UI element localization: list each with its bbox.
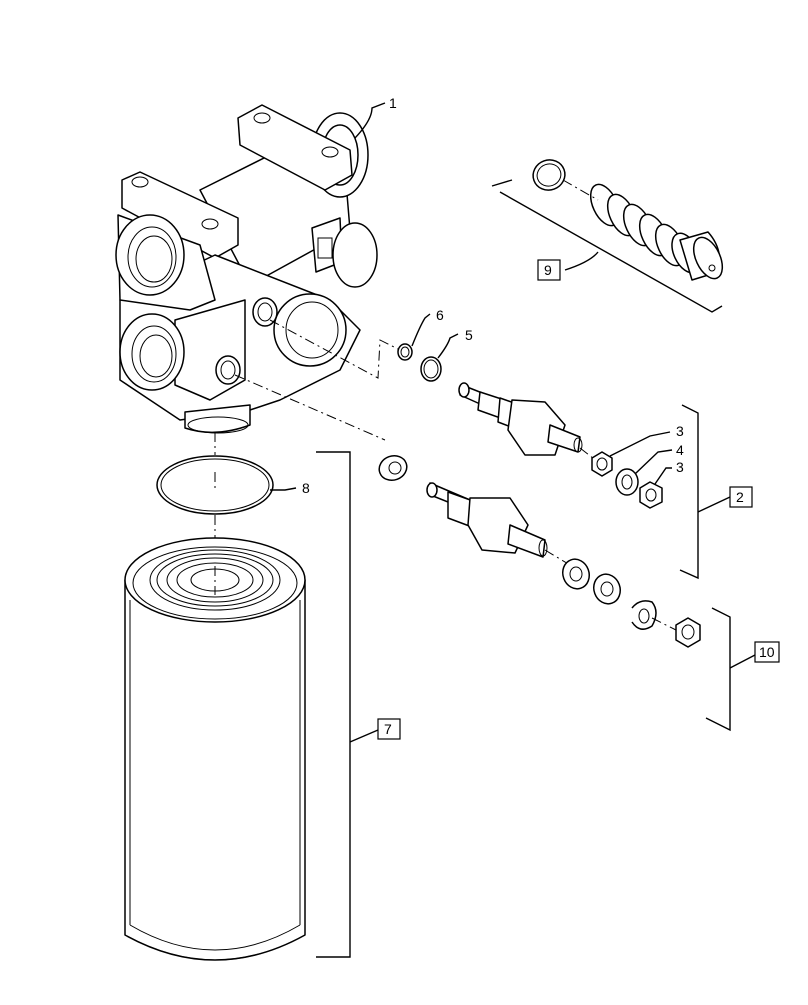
callout-4: 4: [676, 442, 684, 458]
callout-5: 5: [465, 327, 473, 343]
leader-7: [349, 729, 379, 743]
callout-7: 7: [384, 721, 392, 737]
leader-3b: [654, 467, 672, 485]
bracket-10: [705, 607, 731, 732]
leader-5: [437, 333, 459, 359]
callout-9: 9: [544, 262, 552, 278]
callout-10: 10: [759, 644, 775, 660]
spool-centerline: [562, 179, 599, 201]
lock-washer: [631, 600, 657, 630]
callout-3b: 3: [676, 459, 684, 475]
callout-box-10: [754, 641, 780, 663]
lower-nut-centerline: [651, 617, 677, 631]
lower-valve-cartridge: [426, 482, 548, 558]
leader-9: [564, 251, 599, 271]
callout-3a: 3: [676, 423, 684, 439]
callout-8: 8: [302, 480, 310, 496]
leader-4: [634, 449, 673, 475]
leader-6: [411, 313, 431, 347]
washer-4: [615, 468, 639, 496]
retaining-ring-6: [397, 343, 413, 361]
callout-6: 6: [436, 307, 444, 323]
leader-2: [697, 496, 731, 513]
callout-box-7: [377, 718, 401, 740]
bracket-2: [679, 404, 699, 580]
leader-10: [729, 654, 756, 669]
upper-valve-centerline: [579, 447, 599, 463]
callout-box-9: [537, 259, 561, 281]
nut-3b: [639, 481, 663, 509]
valve-body: [115, 104, 378, 434]
lower-nut: [675, 617, 701, 648]
leader-1: [354, 102, 386, 139]
upper-valve-cartridge: [458, 382, 583, 456]
filter-cartridge: [124, 537, 306, 961]
callout-box-2: [729, 486, 753, 508]
bracket-7: [316, 451, 351, 958]
callout-1: 1: [389, 95, 397, 111]
callout-2: 2: [736, 489, 744, 505]
nut-3a: [591, 451, 613, 477]
o-ring-8: [156, 455, 274, 515]
upper-centerline: [269, 319, 401, 379]
lower-washer-1: [562, 558, 590, 590]
lower-washer-2: [593, 573, 621, 605]
leader-8: [270, 487, 297, 491]
leader-3a: [609, 431, 671, 457]
lower-centerline: [234, 374, 386, 441]
spool-assembly: [532, 159, 724, 281]
lower-washer: [378, 454, 408, 482]
bracket-9: [491, 179, 723, 313]
